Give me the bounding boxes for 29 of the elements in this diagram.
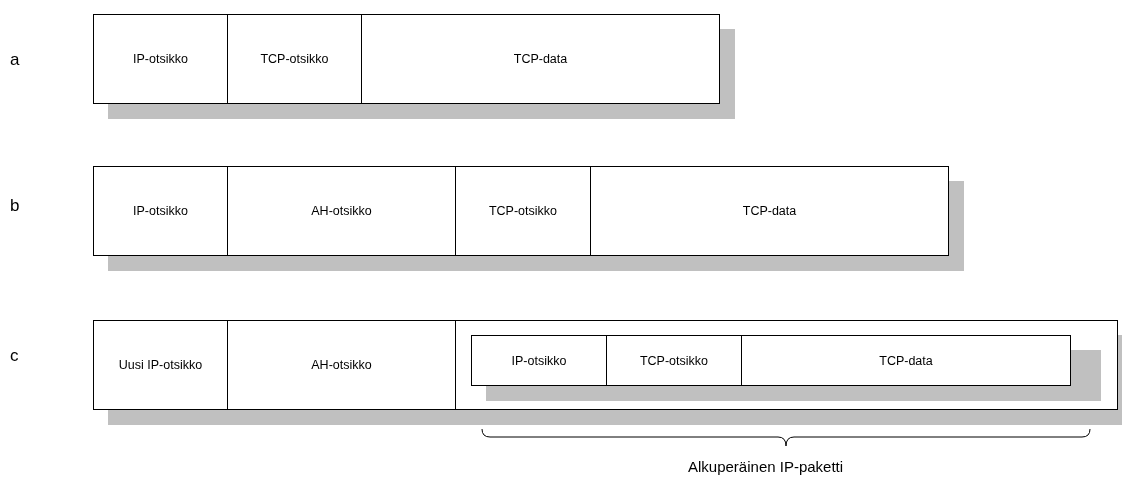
field-label: TCP-data (741, 204, 798, 218)
packet-field (471, 335, 607, 386)
field-label: IP-otsikko (132, 52, 189, 66)
container-box (455, 320, 1118, 410)
packet-field (590, 166, 949, 256)
packet-field (93, 320, 228, 410)
packet-field (361, 14, 720, 104)
packet-field (227, 14, 362, 104)
field-label: TCP-data (512, 52, 569, 66)
packet-field (93, 166, 228, 256)
field-label: AH-otsikko (310, 204, 373, 218)
field-label: AH-otsikko (310, 358, 373, 372)
row-letter: a (10, 50, 20, 70)
field-label: TCP-otsikko (259, 52, 330, 66)
field-label: TCP-otsikko (638, 353, 710, 368)
field-label: IP-otsikko (510, 353, 568, 368)
packet-field (227, 166, 456, 256)
field-label: TCP-data (878, 353, 934, 368)
packet-field (227, 320, 456, 410)
packet-field (93, 14, 228, 104)
packet-field (455, 166, 591, 256)
row-letter: b (10, 196, 20, 216)
packet-field (741, 335, 1071, 386)
field-label: Uusi IP-otsikko (117, 358, 204, 372)
row-letter: c (10, 346, 19, 366)
packet-field (606, 335, 742, 386)
field-label: IP-otsikko (132, 204, 189, 218)
brace-label: Alkuperäinen IP-paketti (688, 458, 844, 475)
field-label: TCP-otsikko (487, 204, 559, 218)
